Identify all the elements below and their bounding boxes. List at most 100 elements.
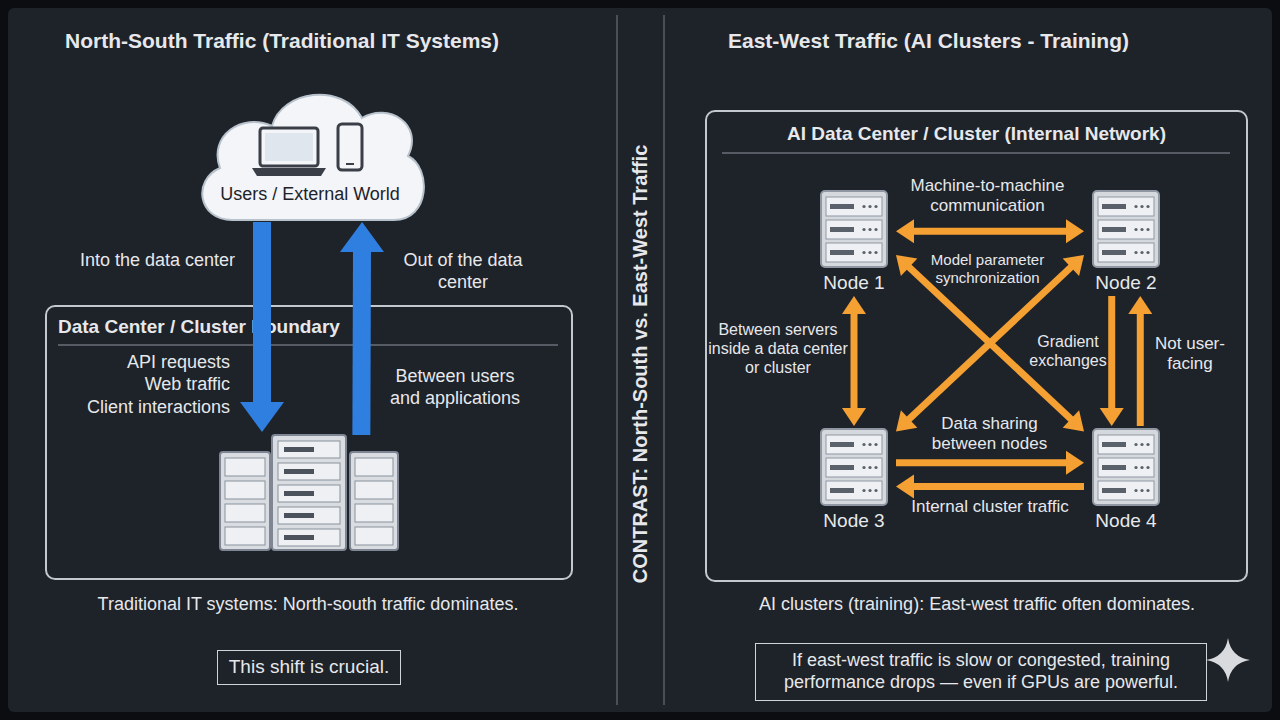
server-slot bbox=[1098, 220, 1154, 239]
server-slot bbox=[826, 197, 882, 216]
server-body bbox=[1093, 429, 1159, 505]
node-title: If east-west traffic is slow or congeste… bbox=[760, 650, 1202, 693]
arrow-shaft bbox=[910, 228, 1069, 235]
edge-label: Internal cluster traffic bbox=[895, 497, 1085, 517]
connector-arrow bbox=[340, 222, 384, 435]
server-slot bbox=[278, 507, 340, 524]
edge-label: Gradient exchanges bbox=[1018, 332, 1118, 370]
server-strip bbox=[284, 535, 314, 540]
contrast-label: CONTRAST: North-South vs. East-West Traf… bbox=[628, 64, 652, 664]
server-slot bbox=[826, 243, 882, 262]
server-led bbox=[862, 489, 865, 492]
server-strip bbox=[1102, 442, 1126, 447]
node-title: Data Center / Cluster Boundary bbox=[58, 316, 548, 339]
divider-line bbox=[663, 15, 665, 705]
sparkle-icon bbox=[1206, 638, 1250, 682]
server-led bbox=[868, 466, 871, 469]
server-slot bbox=[826, 435, 882, 454]
node-title: AI Data Center / Cluster (Internal Netwo… bbox=[707, 123, 1246, 146]
server-led bbox=[1134, 466, 1137, 469]
arrow-head bbox=[842, 296, 866, 314]
server-strip bbox=[1102, 465, 1126, 470]
connector-arrow bbox=[896, 255, 1084, 431]
node-text: API requests bbox=[60, 352, 230, 374]
arrow-head bbox=[1066, 451, 1084, 475]
server-strip bbox=[1102, 227, 1126, 232]
header-rule bbox=[58, 344, 558, 346]
arrow-shaft bbox=[1108, 296, 1115, 412]
server-led bbox=[1146, 466, 1149, 469]
server-slot bbox=[1098, 458, 1154, 477]
server-unit bbox=[350, 452, 398, 550]
arrow-head bbox=[896, 474, 914, 498]
arrow-head bbox=[1100, 408, 1124, 426]
connector-arrow bbox=[896, 255, 1084, 431]
arrow-head bbox=[896, 410, 917, 431]
server-body bbox=[821, 429, 887, 505]
server-slot bbox=[826, 481, 882, 500]
server-slot bbox=[826, 220, 882, 239]
server-node: Node 4 bbox=[1084, 426, 1168, 534]
server-slot bbox=[225, 504, 265, 522]
server-unit bbox=[272, 435, 346, 550]
laptop-display bbox=[265, 133, 313, 161]
node-text: Client interactions bbox=[60, 397, 230, 419]
panel-summary: AI clusters (training): East-west traffi… bbox=[697, 594, 1257, 616]
server-strip bbox=[284, 513, 314, 518]
server-led bbox=[874, 489, 877, 492]
panel-title: North-South Traffic (Traditional IT Syst… bbox=[65, 28, 625, 53]
server-node: Node 3 bbox=[812, 426, 896, 534]
server-slot bbox=[355, 458, 393, 476]
server-led bbox=[1140, 443, 1143, 446]
edge-label: Out of the data center bbox=[398, 250, 528, 293]
server-slot bbox=[826, 458, 882, 477]
server-icon bbox=[820, 190, 888, 268]
arrow-head bbox=[896, 255, 917, 276]
laptop-screen bbox=[260, 128, 318, 166]
server-strip bbox=[284, 491, 314, 496]
node-title: Node 4 bbox=[1084, 510, 1168, 533]
server-led bbox=[1140, 228, 1143, 231]
edge-label: Model parameter synchronization bbox=[920, 251, 1055, 287]
server-led bbox=[1140, 205, 1143, 208]
server-strip bbox=[830, 227, 854, 232]
edge-label: Machine-to-machine communication bbox=[900, 176, 1075, 217]
server-icon bbox=[820, 428, 888, 506]
connector-arrow bbox=[1128, 296, 1152, 426]
server-led bbox=[868, 205, 871, 208]
arrow-shaft bbox=[253, 222, 271, 408]
edge-label: Not user-facing bbox=[1150, 334, 1230, 375]
server-body bbox=[821, 191, 887, 267]
arrow-head bbox=[842, 408, 866, 426]
node-text: Web traffic bbox=[60, 374, 230, 396]
server-slot bbox=[278, 529, 340, 546]
connector-arrow bbox=[1100, 296, 1124, 426]
arrow-shaft bbox=[896, 459, 1070, 466]
server-led bbox=[1146, 251, 1149, 254]
server-slot bbox=[1098, 243, 1154, 262]
connector-arrow bbox=[240, 222, 284, 432]
arrow-shaft bbox=[352, 246, 371, 435]
server-led bbox=[862, 466, 865, 469]
server-led bbox=[868, 489, 871, 492]
server-led bbox=[874, 228, 877, 231]
arrow-head bbox=[1063, 410, 1084, 431]
server-strip bbox=[1102, 204, 1126, 209]
laptop-base bbox=[252, 168, 326, 176]
arrow-head bbox=[1066, 219, 1084, 243]
header-rule bbox=[722, 152, 1230, 154]
node-title: This shift is crucial. bbox=[229, 656, 389, 679]
server-led bbox=[862, 228, 865, 231]
arrow-head bbox=[1128, 296, 1152, 314]
server-led bbox=[1134, 228, 1137, 231]
server-led bbox=[874, 466, 877, 469]
edge-label: Data sharing between nodes bbox=[922, 414, 1057, 455]
server-led bbox=[874, 205, 877, 208]
phone-body bbox=[338, 124, 362, 170]
server-led bbox=[874, 251, 877, 254]
server-icon bbox=[1092, 190, 1160, 268]
server-node: Node 2 bbox=[1084, 188, 1168, 296]
connector-arrow bbox=[896, 219, 1084, 243]
callout-box: If east-west traffic is slow or congeste… bbox=[755, 643, 1207, 701]
